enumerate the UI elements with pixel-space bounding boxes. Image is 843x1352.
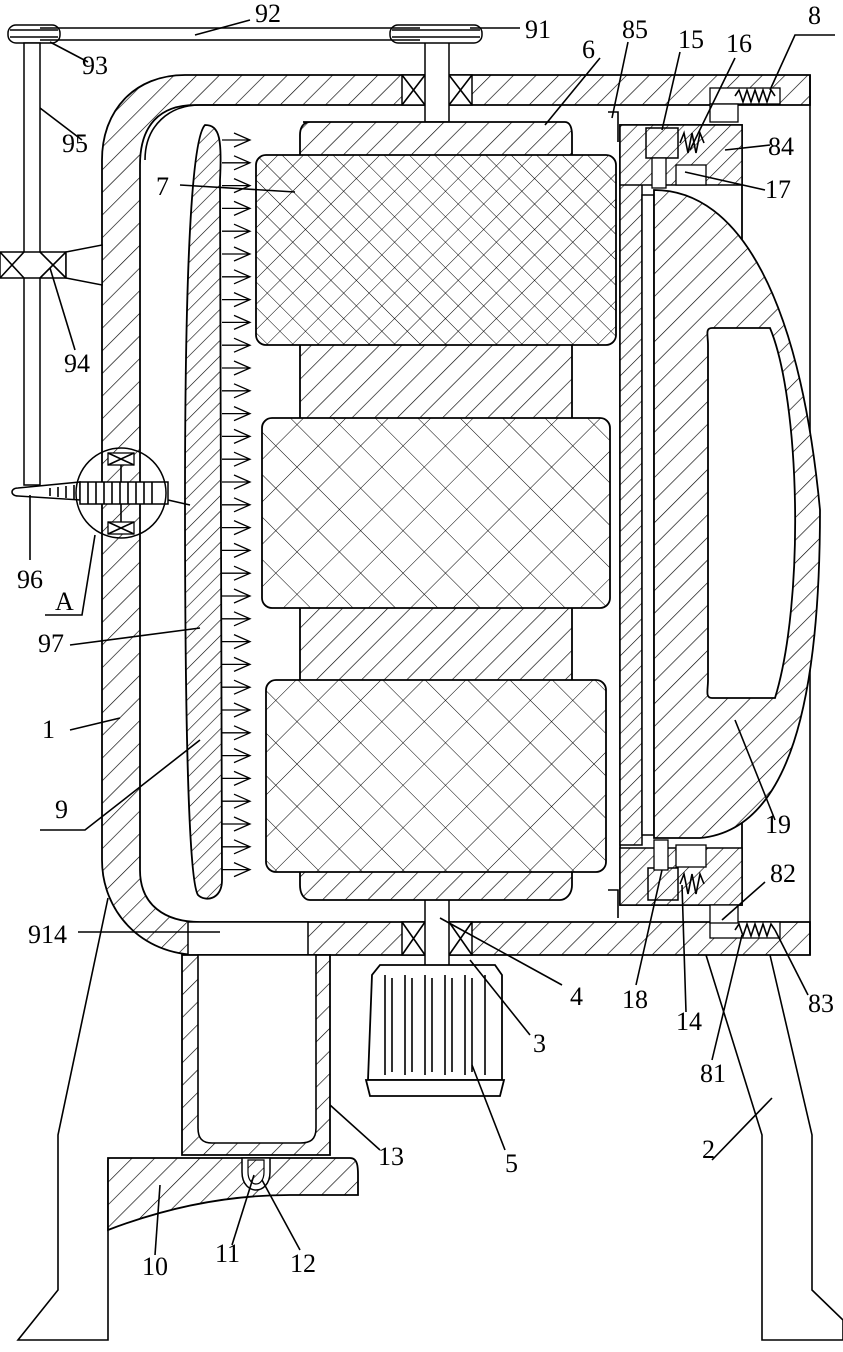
label-19: 19 bbox=[765, 810, 791, 839]
label-85: 85 bbox=[622, 15, 648, 44]
door-panel bbox=[654, 190, 820, 838]
label-17: 17 bbox=[765, 175, 791, 204]
label-7: 7 bbox=[156, 172, 169, 201]
spike-tooth bbox=[222, 657, 250, 671]
label-8: 8 bbox=[808, 1, 821, 30]
support-plate bbox=[108, 1158, 358, 1230]
label-92: 92 bbox=[255, 0, 281, 28]
spike-tooth bbox=[222, 543, 250, 557]
brush-pad-middle bbox=[262, 418, 610, 608]
label-93: 93 bbox=[82, 51, 108, 80]
label-6: 6 bbox=[582, 35, 595, 64]
spike-tooth bbox=[222, 429, 250, 443]
label-3: 3 bbox=[533, 1029, 546, 1058]
spike-teeth bbox=[222, 133, 250, 877]
spike-tooth bbox=[222, 635, 250, 649]
spike-tooth bbox=[222, 771, 250, 785]
leg-left bbox=[18, 898, 108, 1340]
spike-tooth bbox=[222, 817, 250, 831]
label-84: 84 bbox=[768, 132, 794, 161]
spike-tooth bbox=[222, 407, 250, 421]
spike-tooth bbox=[222, 156, 250, 170]
spike-tooth bbox=[222, 612, 250, 626]
spike-tooth bbox=[222, 566, 250, 580]
chute bbox=[188, 922, 308, 955]
spike-tooth bbox=[222, 452, 250, 466]
brush-pad-top bbox=[256, 155, 616, 345]
spike-tooth bbox=[222, 726, 250, 740]
label-a: A bbox=[55, 587, 74, 616]
label-96: 96 bbox=[17, 565, 43, 594]
label-9: 9 bbox=[55, 795, 68, 824]
motor bbox=[366, 965, 504, 1096]
label-16: 16 bbox=[726, 29, 752, 58]
spike-tooth bbox=[222, 475, 250, 489]
label-10: 10 bbox=[142, 1252, 168, 1281]
label-914: 914 bbox=[28, 920, 67, 949]
latch-top bbox=[620, 125, 742, 188]
label-91: 91 bbox=[525, 15, 551, 44]
spike-tooth bbox=[222, 703, 250, 717]
label-15: 15 bbox=[678, 25, 704, 54]
spike-tooth bbox=[222, 338, 250, 352]
top-bearing bbox=[402, 42, 472, 122]
spike-tooth bbox=[222, 589, 250, 603]
spike-tooth bbox=[222, 270, 250, 284]
label-14: 14 bbox=[676, 1007, 702, 1036]
spike-tooth bbox=[222, 293, 250, 307]
label-2: 2 bbox=[702, 1135, 715, 1164]
label-97: 97 bbox=[38, 629, 64, 658]
spike-plate bbox=[185, 125, 222, 899]
locating-pin bbox=[242, 1158, 270, 1190]
spike-tooth bbox=[222, 384, 250, 398]
label-11: 11 bbox=[215, 1239, 240, 1268]
spike-tooth bbox=[222, 749, 250, 763]
spring-bolt-bottom bbox=[710, 905, 780, 938]
spike-tooth bbox=[222, 794, 250, 808]
spike-tooth bbox=[222, 680, 250, 694]
label-4: 4 bbox=[570, 982, 583, 1011]
label-95: 95 bbox=[62, 129, 88, 158]
latch-bottom bbox=[620, 840, 742, 905]
label-13: 13 bbox=[378, 1142, 404, 1171]
label-12: 12 bbox=[290, 1249, 316, 1278]
label-18: 18 bbox=[622, 985, 648, 1014]
spike-tooth bbox=[222, 201, 250, 215]
collector-box bbox=[182, 955, 330, 1155]
label-82: 82 bbox=[770, 859, 796, 888]
spike-tooth bbox=[222, 840, 250, 854]
spike-tooth bbox=[222, 863, 250, 877]
brush-pad-bottom bbox=[266, 680, 606, 872]
label-94: 94 bbox=[64, 349, 90, 378]
spike-tooth bbox=[222, 498, 250, 512]
spike-tooth bbox=[222, 179, 250, 193]
label-1: 1 bbox=[42, 715, 55, 744]
spike-tooth bbox=[222, 521, 250, 535]
label-81: 81 bbox=[700, 1059, 726, 1088]
spike-tooth bbox=[222, 224, 250, 238]
spike-tooth bbox=[222, 315, 250, 329]
label-83: 83 bbox=[808, 989, 834, 1018]
spike-tooth bbox=[222, 133, 250, 147]
spike-tooth bbox=[222, 361, 250, 375]
spike-tooth bbox=[222, 247, 250, 261]
label-5: 5 bbox=[505, 1149, 518, 1178]
